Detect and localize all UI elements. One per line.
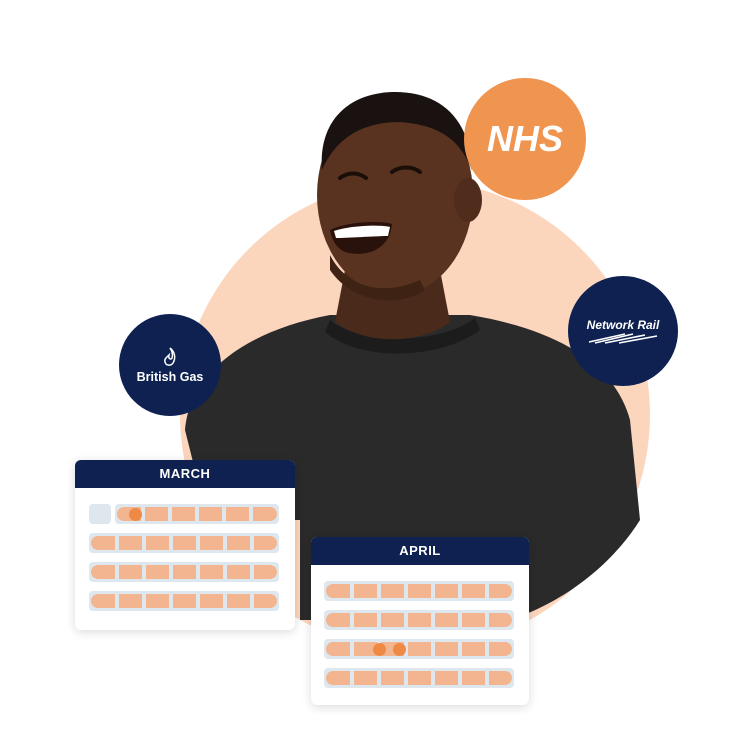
availability-bar (326, 642, 512, 656)
flame-icon (164, 347, 176, 366)
network-rail-logo: Network Rail (568, 276, 678, 386)
calendar-week (89, 533, 279, 553)
availability-bar (326, 671, 512, 685)
availability-bar (326, 613, 512, 627)
availability-bar (326, 584, 512, 598)
british-gas-logo: British Gas (119, 314, 221, 416)
british-gas-label: British Gas (136, 370, 204, 384)
rail-tracks-icon (588, 333, 658, 344)
calendar-week (324, 610, 514, 630)
availability-bar (91, 565, 277, 579)
calendar-day (89, 504, 111, 524)
nhs-label: NHS (486, 118, 563, 159)
march-header: MARCH (75, 460, 295, 488)
booked-day-marker (373, 643, 386, 656)
calendar-week (89, 562, 279, 582)
availability-bar (91, 594, 277, 608)
booked-day-marker (129, 508, 142, 521)
booked-day-marker (393, 643, 406, 656)
network-rail-label: Network Rail (586, 318, 660, 332)
april-header: APRIL (311, 537, 529, 565)
march-calendar: MARCH (75, 460, 295, 630)
calendar-week (324, 581, 514, 601)
april-calendar: APRIL (311, 537, 529, 705)
calendar-week (324, 639, 514, 659)
calendar-week (115, 504, 279, 524)
availability-bar (91, 536, 277, 550)
nhs-logo: NHS (464, 78, 586, 200)
calendar-week (324, 668, 514, 688)
calendar-week (89, 591, 279, 611)
